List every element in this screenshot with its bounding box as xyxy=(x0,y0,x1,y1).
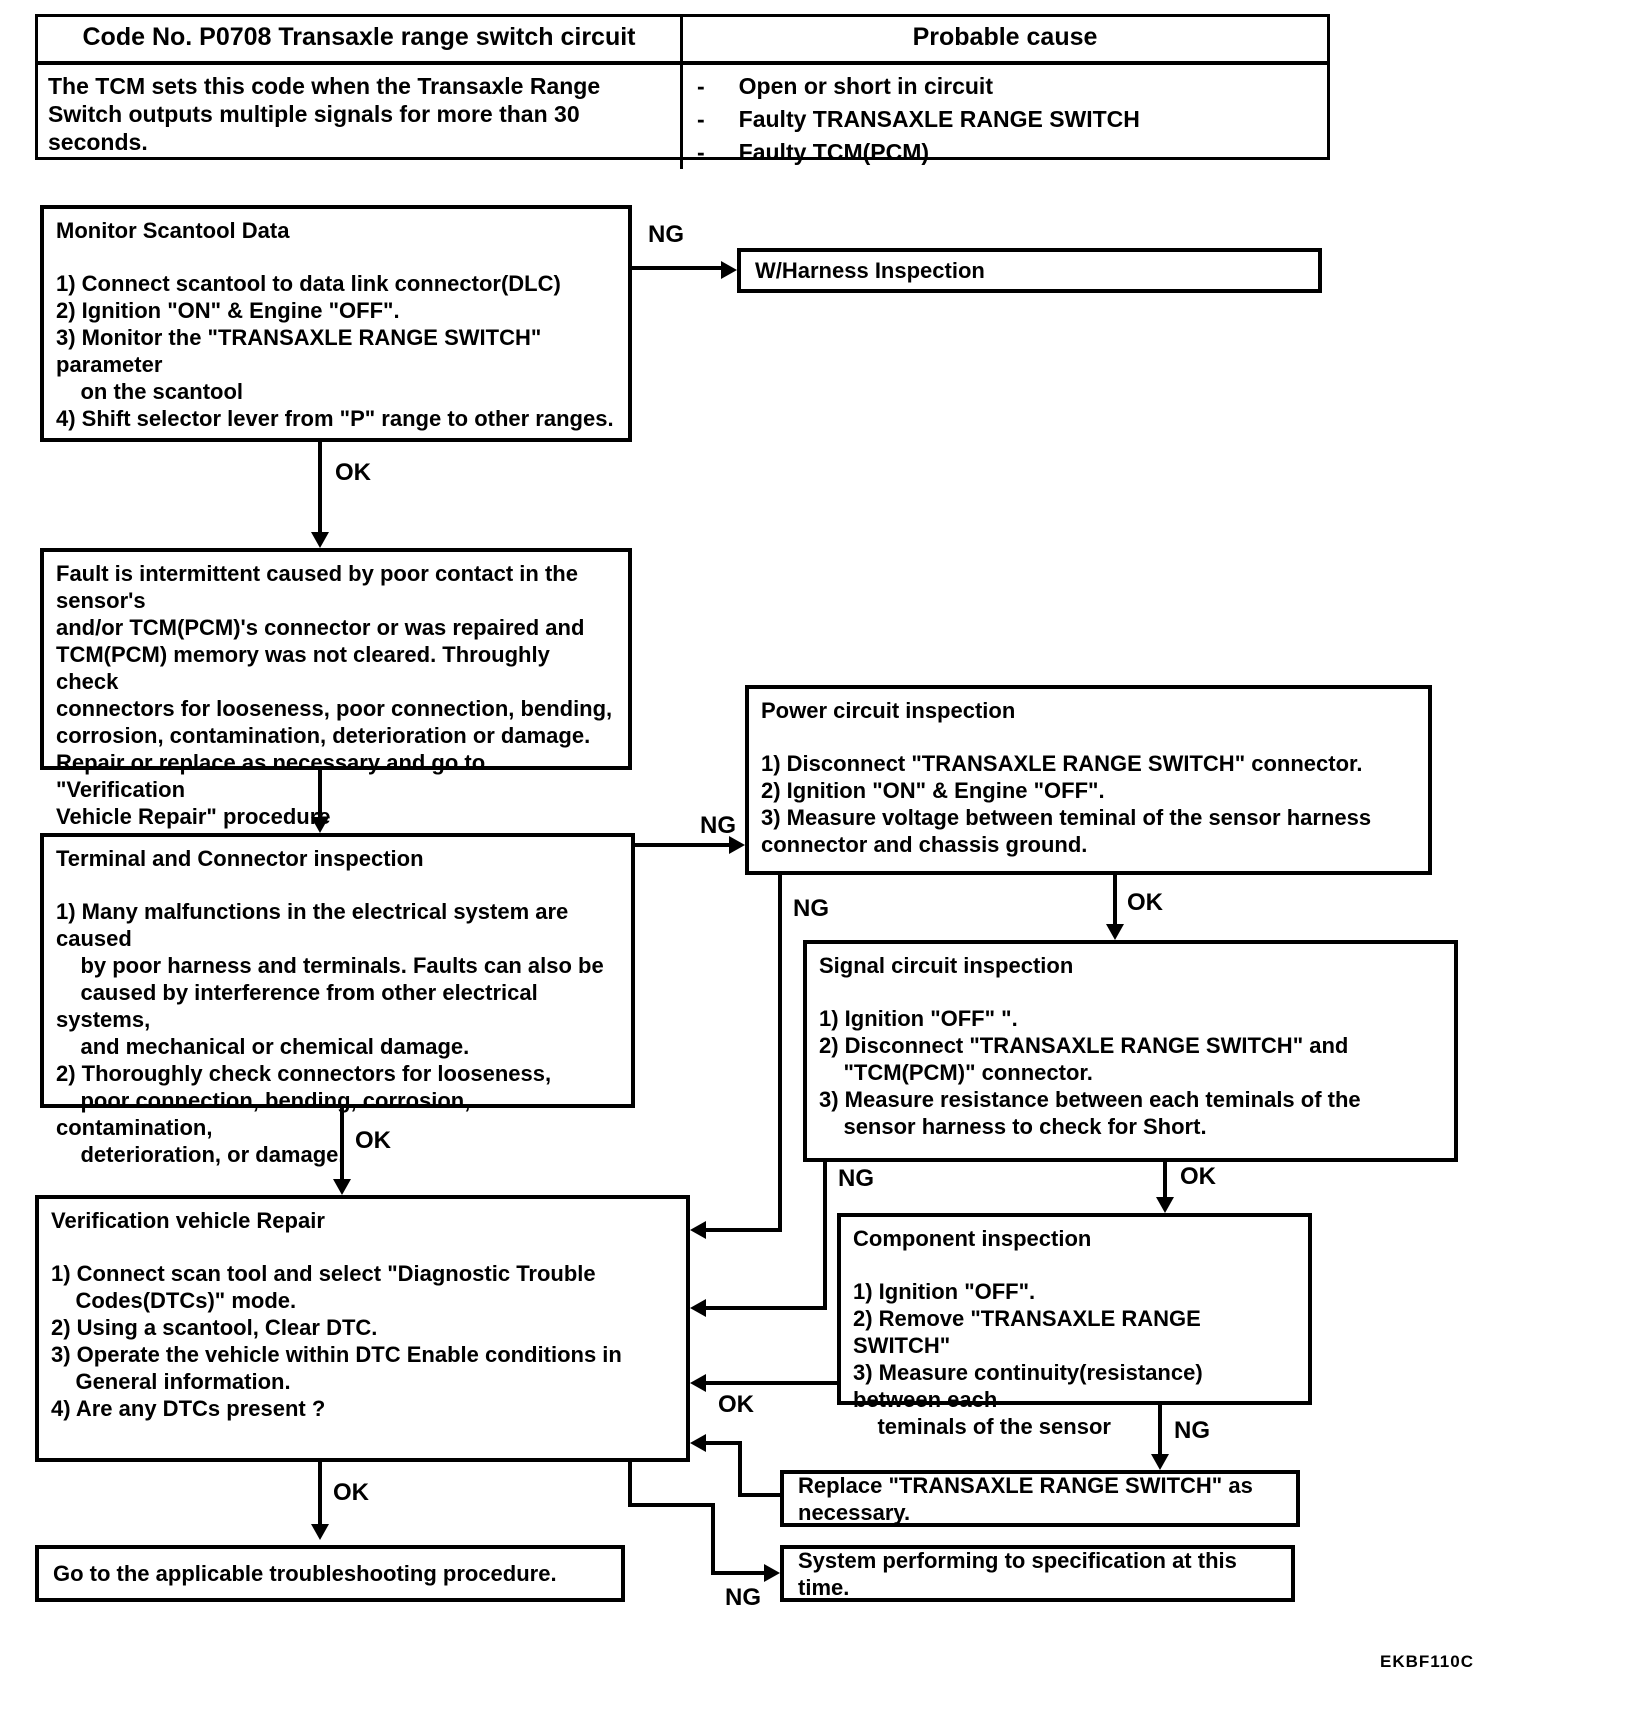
ng-label: NG xyxy=(793,895,829,922)
box-title: Signal circuit inspection xyxy=(819,953,1074,978)
connector-line xyxy=(1158,1405,1162,1455)
arrowhead-left xyxy=(690,1221,706,1239)
box-body: 1) Connect scantool to data link connect… xyxy=(56,271,614,431)
connector-line xyxy=(318,770,322,819)
replace-switch-box: Replace "TRANSAXLE RANGE SWITCH" as nece… xyxy=(780,1470,1300,1527)
ng-label: NG xyxy=(648,221,684,248)
system-ok-box: System performing to specification at th… xyxy=(780,1545,1295,1602)
box-title: Monitor Scantool Data xyxy=(56,218,290,243)
connector-line xyxy=(318,1462,322,1526)
terminal-connector-box: Terminal and Connector inspection 1) Man… xyxy=(40,833,635,1167)
box-body: 1) Disconnect "TRANSAXLE RANGE SWITCH" c… xyxy=(761,751,1372,857)
box-title: W/Harness Inspection xyxy=(755,258,985,283)
arrowhead-down xyxy=(333,1179,351,1195)
arrowhead-down xyxy=(311,817,329,833)
ok-label: OK xyxy=(718,1391,754,1418)
connector-line xyxy=(1163,1162,1167,1199)
connector-line xyxy=(702,1228,782,1232)
arrowhead-left xyxy=(690,1374,706,1392)
monitor-scantool-box: Monitor Scantool Data 1) Connect scantoo… xyxy=(40,205,632,442)
figure-code: EKBF110C xyxy=(1380,1652,1474,1671)
power-circuit-box: Power circuit inspection 1) Disconnect "… xyxy=(745,685,1432,875)
probable-cause-title: Probable cause xyxy=(912,23,1098,51)
arrowhead-left xyxy=(690,1434,706,1452)
connector-line xyxy=(628,1503,715,1507)
box-title: Go to the applicable troubleshooting pro… xyxy=(53,1561,557,1586)
box-body: Fault is intermittent caused by poor con… xyxy=(56,561,613,829)
ok-label: OK xyxy=(333,1479,369,1506)
box-title: Component inspection xyxy=(853,1226,1092,1251)
cause-item: - Open or short in circuit xyxy=(683,70,1327,103)
code-title: Code No. P0708 Transaxle range switch ci… xyxy=(38,17,683,61)
cause-text: Open or short in circuit xyxy=(738,73,993,99)
ng-label: NG xyxy=(700,812,736,839)
arrowhead-left xyxy=(690,1299,706,1317)
arrowhead-right xyxy=(729,836,745,854)
ok-label: OK xyxy=(355,1127,391,1154)
dash-bullet: - xyxy=(697,73,705,99)
cause-text: Faulty TCM(PCM) xyxy=(738,139,930,165)
box-title: Terminal and Connector inspection xyxy=(56,846,424,871)
box-title: Verification vehicle Repair xyxy=(51,1208,325,1233)
box-title: Power circuit inspection xyxy=(761,698,1016,723)
connector-line xyxy=(711,1571,766,1575)
connector-line xyxy=(632,266,722,270)
connector-line xyxy=(778,875,782,1232)
connector-line xyxy=(740,1493,780,1497)
signal-circuit-box: Signal circuit inspection 1) Ignition "O… xyxy=(803,940,1458,1162)
connector-line xyxy=(628,1462,632,1507)
probable-cause-list: - Open or short in circuit - Faulty TRAN… xyxy=(683,65,1327,169)
connector-line xyxy=(318,442,322,534)
cause-item: - Faulty TRANSAXLE RANGE SWITCH xyxy=(683,103,1327,136)
w-harness-inspection-box: W/Harness Inspection xyxy=(737,248,1322,293)
cause-text: Faulty TRANSAXLE RANGE SWITCH xyxy=(738,106,1140,132)
connector-line xyxy=(702,1381,837,1385)
code-description: The TCM sets this code when the Transaxl… xyxy=(38,65,683,169)
connector-line xyxy=(635,843,729,847)
arrowhead-down xyxy=(311,1524,329,1540)
connector-line xyxy=(702,1306,827,1310)
ok-label: OK xyxy=(335,459,371,486)
arrowhead-right xyxy=(721,261,737,279)
connector-line xyxy=(823,1162,827,1310)
ng-label: NG xyxy=(725,1584,761,1611)
connector-line xyxy=(738,1443,742,1497)
ok-label: OK xyxy=(1180,1163,1216,1190)
arrowhead-down xyxy=(311,532,329,548)
connector-line xyxy=(340,1108,344,1181)
dash-bullet: - xyxy=(697,106,705,132)
component-inspection-box: Component inspection 1) Ignition "OFF". … xyxy=(837,1213,1312,1439)
dash-bullet: - xyxy=(697,139,705,165)
box-body: 1) Ignition "OFF". 2) Remove "TRANSAXLE … xyxy=(853,1279,1203,1439)
connector-line xyxy=(702,1441,742,1445)
verification-repair-box: Verification vehicle Repair 1) Connect s… xyxy=(35,1195,690,1462)
cause-item: - Faulty TCM(PCM) xyxy=(683,136,1327,169)
ng-label: NG xyxy=(1174,1417,1210,1444)
arrowhead-right xyxy=(764,1564,780,1582)
connector-line xyxy=(1113,875,1117,925)
box-body: 1) Connect scan tool and select "Diagnos… xyxy=(51,1261,622,1421)
arrowhead-down xyxy=(1106,924,1124,940)
arrowhead-down xyxy=(1156,1197,1174,1213)
ng-label: NG xyxy=(838,1165,874,1192)
ok-label: OK xyxy=(1127,889,1163,916)
fault-intermittent-box: Fault is intermittent caused by poor con… xyxy=(40,548,632,829)
box-title: Replace "TRANSAXLE RANGE SWITCH" as nece… xyxy=(798,1472,1253,1525)
arrowhead-down xyxy=(1151,1454,1169,1470)
box-title: System performing to specification at th… xyxy=(798,1547,1237,1600)
box-body: 1) Many malfunctions in the electrical s… xyxy=(56,899,604,1167)
goto-procedure-box: Go to the applicable troubleshooting pro… xyxy=(35,1545,625,1602)
box-body: 1) Ignition "OFF" ". 2) Disconnect "TRAN… xyxy=(819,1006,1361,1139)
dtc-header-table: Code No. P0708 Transaxle range switch ci… xyxy=(35,14,1330,169)
connector-line xyxy=(711,1503,715,1575)
